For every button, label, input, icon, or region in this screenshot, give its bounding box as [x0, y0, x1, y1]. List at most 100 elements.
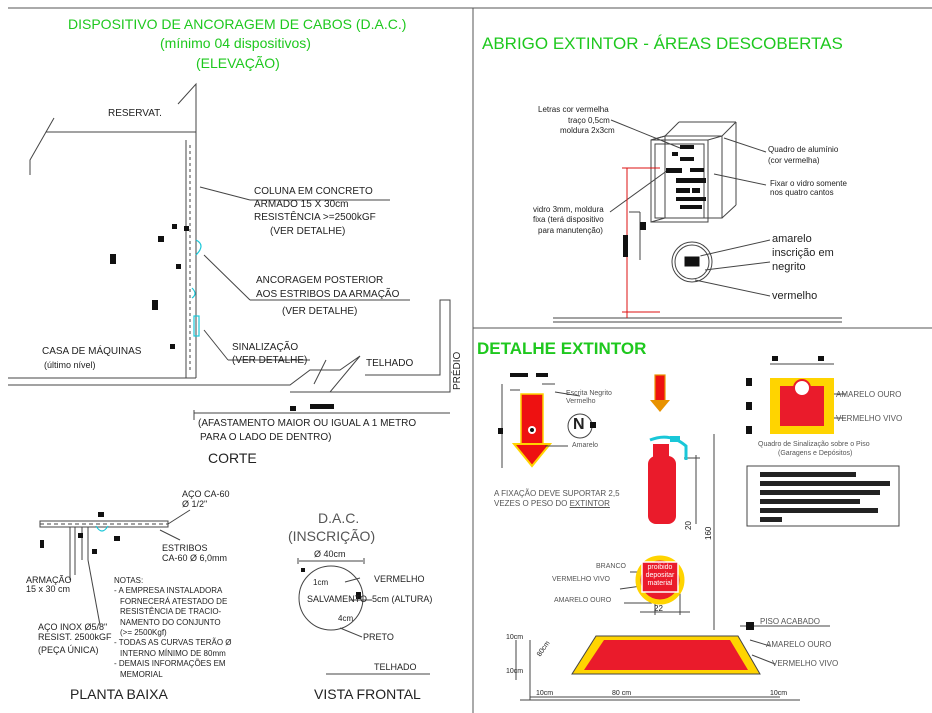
detalhe-sign-left [511, 393, 553, 468]
fixacao-line-2: VEZES O PESO DO EXTINTOR [494, 499, 610, 508]
piso-acabado-label: PISO ACABADO [760, 617, 821, 626]
quadro-amarelo-ouro: AMARELO OURO [836, 390, 902, 399]
dac-inscricao-title-1: D.A.C. [318, 510, 360, 526]
vista-black [301, 568, 361, 599]
detalhe-prohibited-sign [635, 555, 685, 605]
planta-black [40, 512, 120, 554]
dim-4cm-label: 4cm [338, 614, 354, 623]
abrigo-cabinet [553, 119, 842, 323]
aco-diam-label: Ø 1/2" [182, 499, 208, 509]
preto-label: PRETO [363, 632, 394, 642]
dac-elevation [8, 82, 451, 420]
ultimo-nivel-label: (último nível) [44, 360, 96, 370]
telhado-vista-label: TELHADO [374, 662, 417, 672]
escrita-line-2: Vermelho [566, 398, 596, 405]
dac-cyan-marks [191, 239, 202, 337]
casa-maquinas-label: CASA DE MÁQUINAS [42, 346, 142, 357]
nota-line: INTERNO MÍNIMO DE 80mm [120, 648, 226, 658]
quadro-aluminio-line-1: Quadro de alumínio [768, 145, 839, 154]
piso-amarelo-ouro: AMARELO OURO [766, 640, 832, 649]
letras-line-2: traço 0,5cm [568, 116, 610, 125]
quadro-sinal-line-1: Quadro de Sinalização sobre o Piso [758, 441, 870, 448]
nota-line: - A EMPRESA INSTALADORA [114, 586, 223, 596]
estribos-label: ESTRIBOS [162, 543, 208, 553]
coluna-line-3: RESISTÊNCIA >=2500kGF [254, 212, 376, 223]
dim-22-label: 22 [654, 604, 663, 613]
quadro-aluminio-line-2: (cor vermelha) [768, 156, 820, 165]
vidro-line-2: fixa (terá dispositivo [533, 215, 604, 224]
ancoragem-line-3: (VER DETALHE) [282, 306, 358, 317]
detalhe-black [498, 373, 754, 630]
letras-line-3: moldura 2x3cm [560, 126, 615, 135]
afastamento-line-2: PARA O LADO DE DENTRO) [200, 432, 332, 443]
predio-label: PRÉDIO [452, 351, 463, 390]
fixacao-text: VEZES O PESO DO [494, 499, 568, 508]
altura-label: 5cm (ALTURA) [372, 594, 433, 604]
extinguisher [648, 435, 688, 524]
amarelo-sign-label: Amarelo [572, 442, 599, 449]
fixacao-extintor: EXTINTOR [569, 499, 610, 508]
planta-baixa-title: PLANTA BAIXA [70, 686, 168, 702]
nota-line: RESISTÊNCIA DE TRACIO- [120, 607, 222, 617]
dim-10cm-c: 10cm [536, 690, 554, 697]
floor-sign [571, 635, 761, 675]
dim-10cm-a: 10cm [506, 634, 524, 641]
amarelo-ouro-label: AMARELO OURO [554, 597, 612, 604]
aco-ca60-label: AÇO CA-60 [182, 489, 230, 499]
n-letter: N [573, 416, 585, 433]
estribos-spec-label: CA-60 Ø 6,0mm [162, 553, 228, 563]
dim-80cm-bottom: 80 cm [612, 690, 632, 697]
detalhe-title: DETALHE EXTINTOR [477, 339, 647, 358]
vista-frontal [297, 558, 430, 675]
nota-line: NAMENTO DO CONJUNTO [120, 617, 221, 627]
amarelo-line-2: inscrição em [772, 247, 834, 259]
fixar-line-1: Fixar o vidro somente [770, 179, 847, 188]
planta-baixa [39, 509, 191, 626]
proibido-line-2: depositar [645, 572, 675, 579]
detalhe-dims [501, 383, 830, 701]
nota-line: - TODAS AS CURVAS TERÃO Ø [114, 638, 232, 648]
vista-frontal-title: VISTA FRONTAL [314, 686, 421, 702]
inox-line-1: AÇO INOX Ø5/8" [38, 622, 108, 632]
telhado-label: TELHADO [366, 358, 414, 369]
dac-view: (ELEVAÇÃO) [196, 55, 280, 71]
ancoragem-line-2: AOS ESTRIBOS DA ARMAÇÃO [256, 289, 400, 300]
inox-line-2: RESIST. 2500kGF [38, 632, 112, 642]
sinalizacao-line-2: (VER DETALHE) [232, 355, 308, 366]
nota-line: MEMORIAL [120, 669, 163, 679]
dim-10cm-d: 10cm [770, 690, 788, 697]
nota-line: (>= 2500Kgf) [120, 628, 167, 638]
coluna-line-4: (VER DETALHE) [270, 226, 346, 237]
amarelo-line-3: negrito [772, 261, 806, 273]
detalhe-small-arrow [650, 374, 670, 412]
inox-line-3: (PEÇA ÚNICA) [38, 645, 99, 655]
reservat-label: RESERVAT. [108, 108, 162, 119]
proibido-text: proibido depositar material [644, 564, 676, 588]
letras-line-1: Letras cor vermelha [538, 105, 609, 114]
dac-black-blocks [110, 224, 334, 411]
abrigo-title: ABRIGO EXTINTOR - ÁREAS DESCOBERTAS [482, 34, 843, 53]
dim-160-label: 160 [704, 526, 713, 540]
dac-inscricao-title-2: (INSCRIÇÃO) [288, 528, 376, 544]
dim-10cm-b: 10cm [506, 668, 524, 675]
notas-block: NOTAS: - A EMPRESA INSTALADORA FORNECERÁ… [114, 576, 232, 680]
proibido-line-1: proibido [647, 564, 673, 571]
dim-1cm-label: 1cm [313, 578, 329, 587]
fixar-line-2: nos quatro cantos [770, 188, 834, 197]
quadro-vermelho-vivo: VERMELHO VIVO [836, 414, 903, 423]
nota-line: FORNECERÁ ATESTADO DE [120, 596, 228, 606]
armacao-label: ARMAÇÃO [26, 575, 72, 585]
vermelho-label: VERMELHO [374, 574, 425, 584]
dim-20-label: 20 [684, 521, 693, 530]
sinalizacao-line-1: SINALIZAÇÃO [232, 342, 299, 353]
vidro-line-1: vidro 3mm, moldura [533, 205, 604, 214]
quadro-sinal-line-2: (Garagens e Depósitos) [778, 450, 853, 457]
branco-label: BRANCO [596, 563, 626, 570]
fixacao-line-1: A FIXAÇÃO DEVE SUPORTAR 2,5 [494, 489, 620, 498]
vermelho-vivo-label: VERMELHO VIVO [552, 576, 610, 583]
corte-title: CORTE [208, 450, 257, 466]
salvamento-label: SALVAMENTO [307, 594, 368, 604]
afastamento-line-1: (AFASTAMENTO MAIOR OU IGUAL A 1 METRO [198, 418, 417, 429]
vidro-line-3: para manutenção) [538, 226, 603, 235]
